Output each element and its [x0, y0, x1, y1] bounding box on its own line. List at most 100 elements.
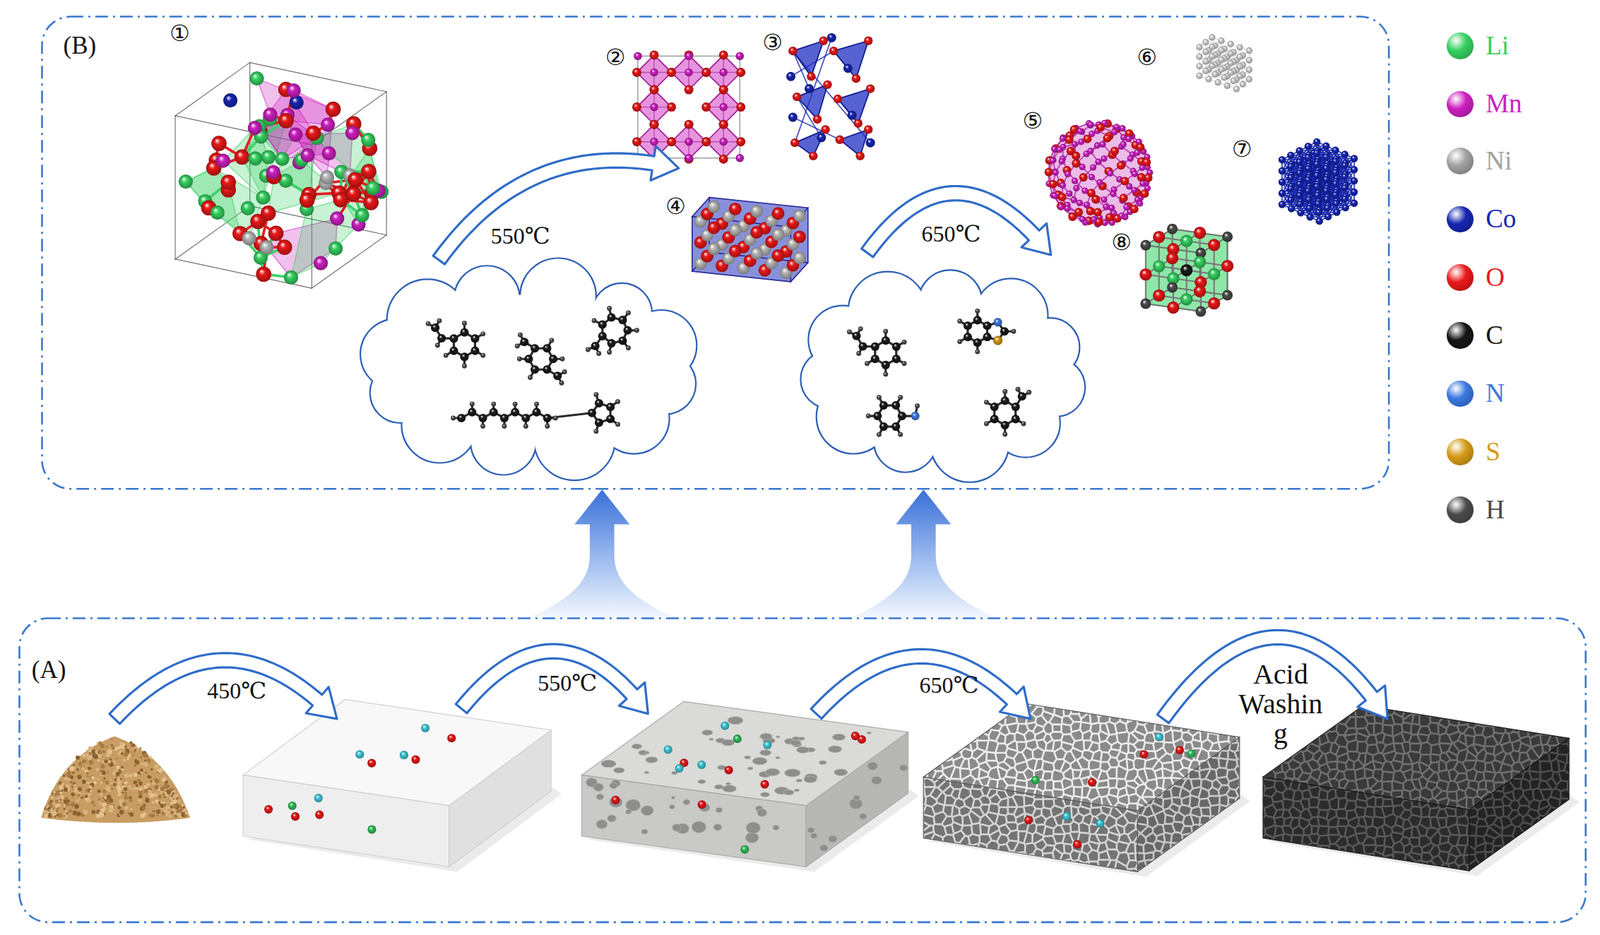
atom [255, 266, 272, 282]
molecule-atom [450, 416, 456, 422]
atom [1049, 157, 1056, 164]
molecule-atom [870, 342, 880, 352]
atom [632, 102, 642, 112]
molecule-atom [449, 334, 458, 343]
molecule-atom [521, 413, 530, 423]
lattice-atom [1202, 38, 1209, 46]
molecule-atom [957, 318, 963, 324]
atom [719, 120, 729, 130]
lattice-atom [1246, 57, 1253, 64]
atom [1108, 204, 1115, 212]
molecule-atom [461, 363, 467, 369]
atom [1134, 196, 1141, 203]
molecule-atom [470, 334, 479, 343]
molecule-atom [851, 332, 861, 341]
atom [363, 194, 379, 211]
nanoparticle [1047, 122, 1150, 224]
atom [1087, 188, 1096, 198]
molecule-atom [524, 354, 533, 364]
atom [792, 92, 802, 102]
atom [1074, 207, 1083, 217]
atom [1120, 141, 1127, 148]
atom [701, 67, 711, 77]
atom [684, 52, 693, 61]
unit-cell-edge [175, 62, 251, 116]
cloud-outline [1021, 318, 1079, 376]
atom [816, 132, 826, 142]
lattice-atom [1202, 57, 1209, 65]
cloud-outline [534, 399, 615, 480]
atom [1131, 170, 1139, 178]
atom [1120, 176, 1129, 186]
molecule-atom [470, 346, 479, 356]
atom [234, 149, 251, 165]
molecule-atom [897, 432, 903, 438]
atom [666, 67, 677, 77]
atom [262, 107, 277, 122]
molecule-atom [480, 423, 486, 429]
lattice-atom [1236, 72, 1244, 80]
atom [1059, 182, 1066, 189]
tetrahedron [837, 89, 871, 124]
lattice-atom [793, 251, 807, 265]
molecule-atom [883, 371, 888, 377]
molecule-atom [984, 421, 989, 426]
molecule-atom [543, 413, 552, 423]
molecule-atom [437, 334, 446, 343]
molecule-atom [963, 321, 973, 330]
molecule-atom [606, 312, 616, 322]
tetrahedron [796, 84, 828, 120]
atom [649, 50, 660, 60]
molecule-atom [1000, 327, 1009, 336]
molecule-atom [897, 394, 903, 400]
atom [1056, 202, 1066, 211]
atom [1139, 180, 1146, 187]
molecule-atom [527, 375, 533, 381]
atom [1077, 138, 1085, 145]
molecule-atom [891, 401, 900, 410]
lattice-atom [1306, 213, 1314, 221]
cloud-fill [387, 279, 468, 360]
molecule-atom [876, 432, 882, 438]
molecule-atom [591, 341, 600, 351]
tetrahedron [794, 129, 826, 157]
lattice-atom [1208, 62, 1216, 70]
atom [223, 93, 238, 108]
atom [1110, 186, 1117, 193]
lattice-atom [793, 209, 807, 223]
atom [1116, 161, 1126, 170]
atom [261, 149, 276, 164]
atom [719, 137, 728, 147]
atom [250, 71, 265, 86]
lattice-atom [1221, 74, 1228, 81]
molecule-atom [436, 318, 442, 324]
atom [1082, 150, 1090, 157]
atom [684, 85, 694, 95]
atom [1058, 192, 1067, 202]
atom [701, 137, 711, 147]
atom [736, 137, 746, 147]
atom [863, 36, 873, 46]
molecule-atom [876, 394, 882, 400]
molecule-atom [1021, 421, 1027, 426]
atom [1087, 122, 1094, 129]
molecule-atom [510, 408, 520, 417]
molecule-atom [480, 353, 486, 359]
tetrahedron [839, 129, 869, 157]
molecule-atom [618, 336, 627, 345]
lattice-atom [772, 206, 785, 220]
atom [684, 153, 693, 163]
atom [365, 180, 381, 195]
atom [719, 68, 728, 77]
molecule-atom [544, 423, 550, 429]
cloud-outline [520, 259, 596, 335]
molecule-atom [993, 317, 1003, 327]
lattice-atom [1195, 53, 1203, 61]
molecule-atom [892, 354, 901, 364]
molecule-atom [532, 408, 542, 417]
lattice-atom [1208, 33, 1216, 41]
atom [1064, 135, 1074, 145]
atom [320, 170, 335, 185]
atom [666, 67, 677, 77]
